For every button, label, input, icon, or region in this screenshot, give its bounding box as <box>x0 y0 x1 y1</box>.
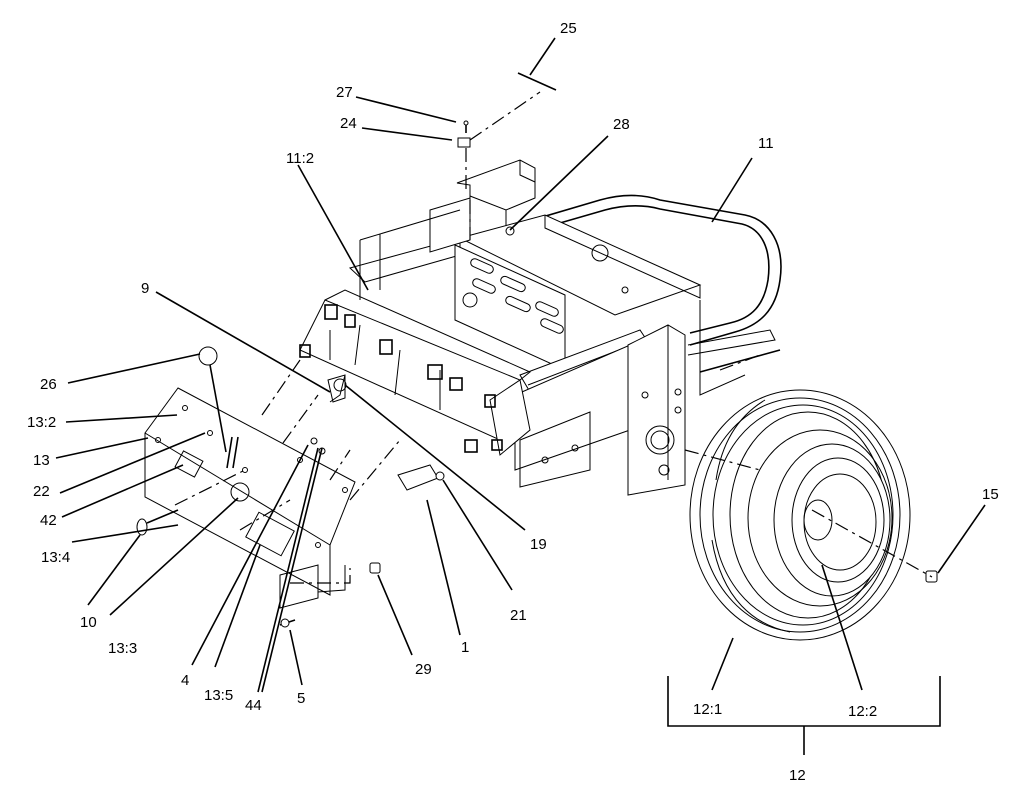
callout-15: 15 <box>982 486 999 503</box>
callout-28: 28 <box>613 116 630 133</box>
callout-10: 10 <box>80 614 97 631</box>
wheel-assembly <box>689 389 911 641</box>
leader-lines <box>55 37 986 755</box>
callout-42: 42 <box>40 512 57 529</box>
callout-11-2: 11:2 <box>286 150 314 167</box>
callout-4: 4 <box>181 672 189 689</box>
callout-11: 11 <box>758 135 774 152</box>
callout-29: 29 <box>415 661 432 678</box>
callout-13-2: 13:2 <box>27 414 56 431</box>
callout-13-4: 13:4 <box>41 549 70 566</box>
control-panel-assembly <box>299 289 531 456</box>
callout-13: 13 <box>33 452 50 469</box>
callout-12-1: 12:1 <box>693 701 722 718</box>
callout-12-2: 12:2 <box>848 703 877 720</box>
callout-12: 12 <box>789 767 806 784</box>
callout-13-3: 13:3 <box>108 640 137 657</box>
callout-9: 9 <box>141 280 149 297</box>
callout-21: 21 <box>510 607 527 624</box>
callout-5: 5 <box>297 690 305 707</box>
lower-panel-assembly <box>144 387 356 609</box>
callout-44: 44 <box>245 697 262 714</box>
callout-labels: 25 27 24 28 11:2 11 9 26 13:2 13 22 42 1… <box>27 20 999 784</box>
callout-1: 1 <box>461 639 469 656</box>
callout-24: 24 <box>340 115 357 132</box>
assembly-centerlines <box>174 91 933 584</box>
callout-13-5: 13:5 <box>204 687 233 704</box>
callout-27: 27 <box>336 84 353 101</box>
frame-assembly <box>349 159 782 496</box>
callout-25: 25 <box>560 20 577 37</box>
callout-19: 19 <box>530 536 547 553</box>
callout-22: 22 <box>33 483 50 500</box>
callout-26: 26 <box>40 376 57 393</box>
